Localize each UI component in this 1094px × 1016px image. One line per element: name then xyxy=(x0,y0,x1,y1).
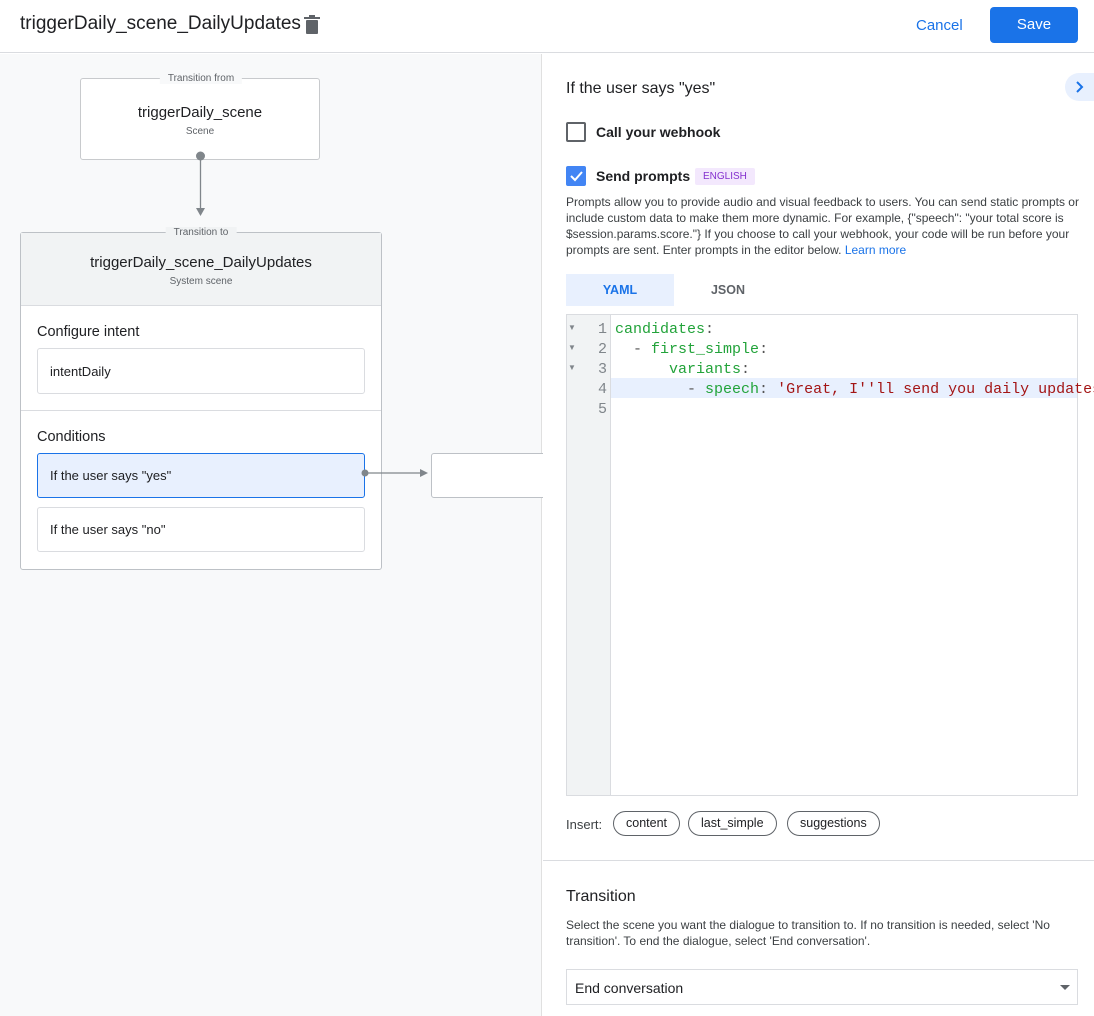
check-icon xyxy=(570,171,583,182)
webhook-checkbox[interactable] xyxy=(566,122,586,142)
save-button[interactable]: Save xyxy=(990,7,1078,43)
condition-yes[interactable]: If the user says "yes" xyxy=(37,453,365,498)
cancel-button[interactable]: Cancel xyxy=(916,17,963,34)
dropdown-arrow-icon xyxy=(1060,985,1070,990)
condition-connector xyxy=(361,469,428,477)
send-prompts-checkbox[interactable] xyxy=(566,166,586,186)
from-scene-title: triggerDaily_scene xyxy=(137,104,263,121)
intent-item[interactable]: intentDaily xyxy=(37,348,365,394)
code-line: variants: xyxy=(669,361,751,378)
insert-label: Insert: xyxy=(566,817,603,832)
line-number: 5 xyxy=(597,401,607,418)
insert-content-chip[interactable]: content xyxy=(613,811,681,836)
transition-from-legend: Transition from xyxy=(159,73,243,84)
send-prompts-label: Send prompts xyxy=(596,168,691,184)
prompts-description: Prompts allow you to provide audio and v… xyxy=(566,195,1079,257)
target-node[interactable] xyxy=(431,453,551,498)
page-title: triggerDaily_scene_DailyUpdates xyxy=(20,13,301,34)
collapse-panel-button[interactable] xyxy=(1065,73,1094,101)
code-editor[interactable]: ▼ 1 candidates: ▼ 2 - first_simple: ▼ 3 varian… xyxy=(566,314,1094,796)
transition-to-node: Transition to triggerDaily_scene_DailyUp… xyxy=(20,227,382,570)
conditions-heading: Conditions xyxy=(37,429,106,445)
webhook-label: Call your webhook xyxy=(596,124,721,140)
tab-yaml[interactable]: YAML xyxy=(566,274,674,306)
line-number: 3 xyxy=(597,361,607,378)
scene-canvas: Transition from triggerDaily_scene Scene… xyxy=(0,54,551,1016)
insert-suggestions-chip[interactable]: suggestions xyxy=(787,811,880,836)
insert-last-simple-chip[interactable]: last_simple xyxy=(688,811,777,836)
fold-icon[interactable]: ▼ xyxy=(568,323,576,332)
configure-intent-heading: Configure intent xyxy=(37,324,140,340)
to-scene-type: System scene xyxy=(169,276,233,287)
fold-icon[interactable]: ▼ xyxy=(568,343,576,352)
language-badge: ENGLISH xyxy=(695,168,755,185)
from-scene-type: Scene xyxy=(185,126,215,137)
line-number: 1 xyxy=(597,321,607,338)
connector-arrow xyxy=(196,151,205,216)
fold-icon[interactable]: ▼ xyxy=(568,363,576,372)
trash-icon[interactable] xyxy=(304,15,320,34)
condition-panel: If the user says "yes" Call your webhook… xyxy=(543,54,1094,1016)
transition-select-value: End conversation xyxy=(575,980,684,996)
line-number: 4 xyxy=(597,381,607,398)
header: triggerDaily_scene_DailyUpdates Cancel S… xyxy=(0,0,1094,53)
condition-no[interactable]: If the user says "no" xyxy=(37,507,365,552)
code-line: - speech: 'Great, I''ll send you daily u… xyxy=(687,381,1094,398)
to-scene-title: triggerDaily_scene_DailyUpdates xyxy=(90,254,312,271)
transition-select[interactable]: End conversation xyxy=(566,969,1078,1005)
transition-description: Select the scene you want the dialogue t… xyxy=(566,918,1050,948)
transition-from-node[interactable]: Transition from triggerDaily_scene Scene xyxy=(80,73,320,160)
tab-json[interactable]: JSON xyxy=(710,283,746,297)
code-line: - first_simple: xyxy=(633,341,769,358)
panel-heading: If the user says "yes" xyxy=(566,80,716,97)
chevron-right-icon xyxy=(1076,81,1084,93)
line-number: 2 xyxy=(597,341,607,358)
transition-heading: Transition xyxy=(566,888,636,905)
transition-to-legend: Transition to xyxy=(165,227,237,238)
learn-more-link[interactable]: Learn more xyxy=(844,243,907,257)
code-line: candidates: xyxy=(615,321,715,338)
